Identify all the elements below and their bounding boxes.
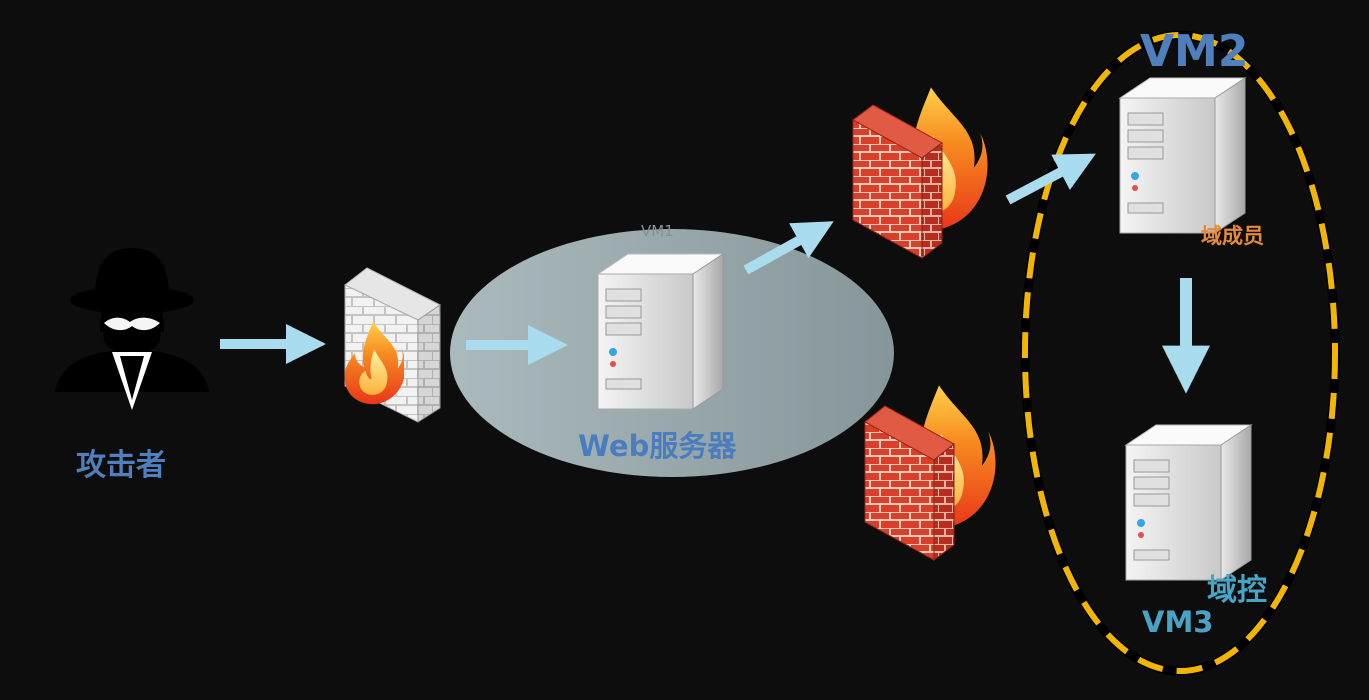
internal-network-boundary <box>1022 32 1338 674</box>
attacker-label: 攻击者 <box>76 448 166 483</box>
vm2-label: VM2 <box>1140 26 1249 77</box>
server-icon <box>1119 77 1246 234</box>
hacker-icon <box>55 248 209 410</box>
domain-member-label: 域成员 <box>1201 224 1264 248</box>
arrow-firewall-to-vm2 <box>1005 153 1096 205</box>
web-server-label: Web服务器 <box>578 429 737 463</box>
vm1-label: VM1 <box>641 222 674 240</box>
server-icon <box>1125 424 1252 581</box>
arrow-web-to-firewall <box>743 221 834 275</box>
vm3-label: VM3 <box>1142 605 1214 639</box>
domain-controller-label: 域控 <box>1207 573 1267 608</box>
firewall-icon <box>852 87 988 259</box>
firewall-icon <box>864 385 996 561</box>
firewall-icon <box>344 267 441 423</box>
server-icon <box>597 253 724 410</box>
